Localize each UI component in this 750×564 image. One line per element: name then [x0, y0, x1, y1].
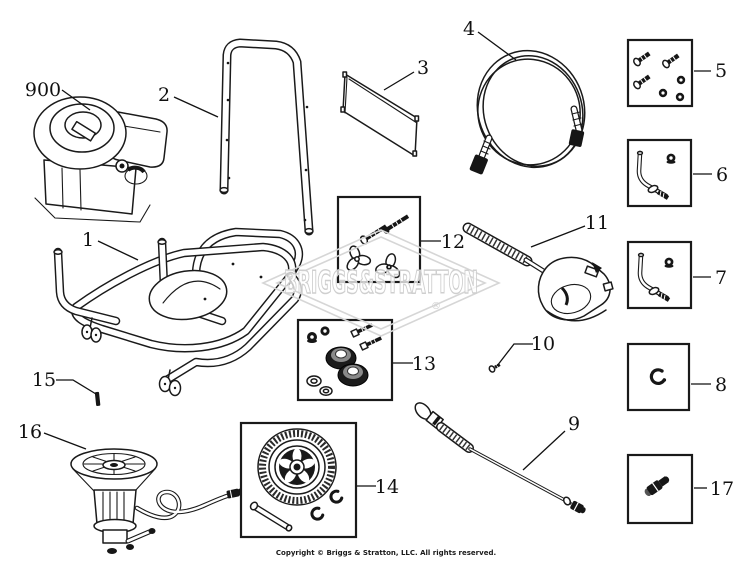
callout-hose-label: 4 [463, 18, 475, 40]
callout-pin: 15 [32, 369, 97, 395]
bearing-icon [337, 363, 369, 387]
callout-engine: 900 [25, 79, 91, 111]
c-clip-icon [310, 506, 325, 521]
callout-panel-label: 3 [417, 57, 429, 79]
nut-icon [664, 257, 674, 268]
callout-wand: 9 [522, 413, 580, 471]
nut-icon [666, 153, 676, 164]
callout-kit14-label: 14 [375, 476, 399, 498]
callout-frame: 1 [82, 229, 139, 261]
nut-icon [675, 92, 685, 102]
c-clip-icon [329, 489, 344, 504]
callout-kit5: 5 [694, 60, 727, 82]
kit-box-5 [626, 38, 694, 108]
callout-screw: 10 [496, 333, 555, 367]
wheel-icon [257, 428, 337, 506]
callout-gun: 11 [530, 212, 609, 248]
callout-wand-label: 9 [568, 413, 580, 435]
callout-kit6-label: 6 [716, 164, 728, 186]
kit-box-14 [239, 421, 358, 539]
kit-box-13 [296, 318, 394, 402]
callout-hose: 4 [463, 18, 517, 61]
copyright-text: Copyright © Briggs & Stratton, LLC. All … [276, 549, 496, 557]
part-handle [219, 38, 314, 236]
part-hose [469, 49, 586, 175]
washer-icon [306, 375, 322, 387]
callout-screw-label: 10 [531, 333, 555, 355]
part-engine [33, 96, 168, 223]
callout-handle: 2 [158, 84, 219, 118]
brand-watermark: BRIGGS&STRATTON ® [261, 229, 501, 337]
part-frame [53, 227, 304, 397]
nut-icon [320, 326, 330, 336]
callouts: 900 2 3 4 5 6 7 8 17 1 11 12 13 14 15 [18, 18, 734, 500]
watermark-brand-text: BRIGGS&STRATTON [284, 265, 478, 301]
part-pump [70, 448, 243, 554]
kit-box-6 [626, 138, 693, 208]
nut-icon [676, 75, 686, 85]
callout-kit17-label: 17 [710, 478, 734, 500]
part-panel [340, 71, 420, 157]
callout-kit7-label: 7 [715, 267, 727, 289]
callout-gun-label: 11 [585, 212, 609, 234]
c-clip-icon [649, 368, 667, 385]
knob-icon [375, 253, 401, 279]
kit-box-7 [626, 240, 693, 310]
nut-icon [307, 332, 317, 343]
callout-pump-label: 16 [18, 421, 42, 443]
nut-icon [658, 88, 668, 98]
callout-kit13-label: 13 [412, 353, 436, 375]
part-pin [94, 391, 101, 407]
callout-kit5-label: 5 [715, 60, 727, 82]
callout-pump: 16 [18, 421, 87, 450]
part-wand [414, 402, 586, 514]
callout-kit12-label: 12 [441, 231, 465, 253]
kit-box-8 [626, 342, 691, 412]
part-screw [488, 363, 501, 373]
bearing-icon [325, 346, 357, 370]
callout-engine-label: 900 [25, 79, 61, 101]
washer-icon [319, 385, 333, 397]
kit-box-17 [626, 453, 694, 525]
callout-kit17: 17 [694, 478, 734, 500]
callout-kit8-label: 8 [715, 374, 727, 396]
fitting-icon [644, 476, 670, 497]
callout-frame-label: 1 [82, 229, 94, 251]
callout-kit13: 13 [393, 353, 436, 375]
callout-kit7: 7 [693, 267, 727, 289]
axle-icon [249, 501, 293, 532]
part-spray-gun [462, 222, 614, 322]
callout-kit14: 14 [357, 476, 399, 498]
callout-kit6: 6 [693, 164, 728, 186]
watermark-registered-mark: ® [431, 301, 441, 312]
callout-kit8: 8 [691, 374, 727, 396]
callout-kit12: 12 [421, 231, 465, 253]
callout-pin-label: 15 [32, 369, 56, 391]
callout-panel: 3 [383, 57, 429, 91]
callout-handle-label: 2 [158, 84, 170, 106]
